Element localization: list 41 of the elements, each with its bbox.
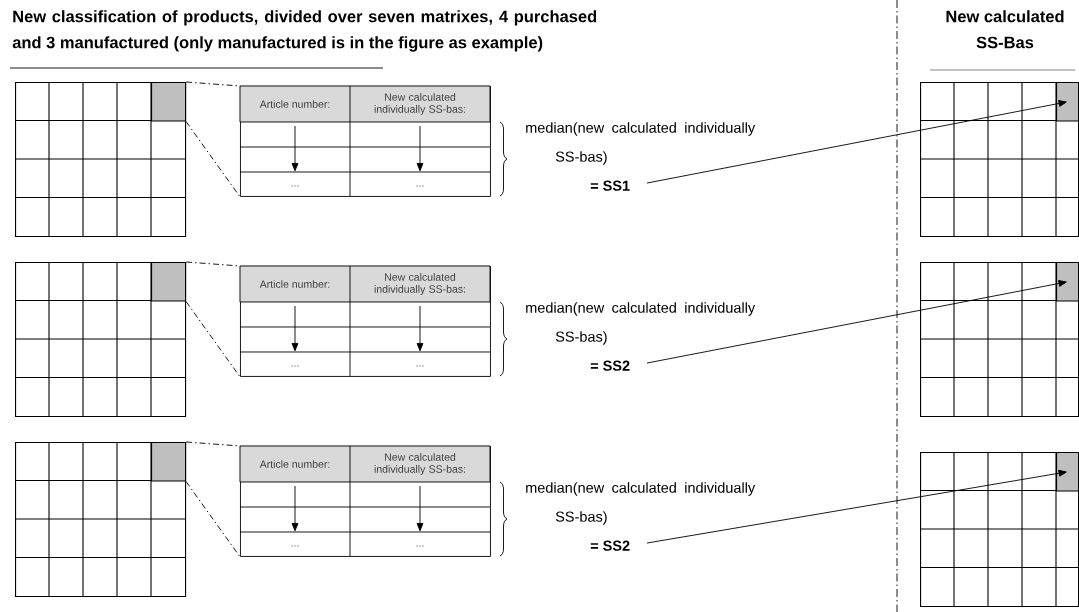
matrix-grid: [919, 451, 1079, 608]
ellipsis-text: ...: [291, 545, 299, 547]
highlighted-cell: [1056, 82, 1079, 122]
matrix-grid: [919, 81, 1079, 238]
column-header: Article number:: [259, 280, 330, 288]
arrow: [646, 280, 1067, 364]
zoom-line: [185, 481, 241, 558]
arrow: [646, 100, 1067, 184]
formula-text: median(new calculated individually SS-bas): [526, 302, 756, 345]
data-table: [239, 85, 491, 197]
title-text: New classification of products, divided over seven matrixes, 4 purchased and 3 manufactured (only manufactured is in the figure as example): [12, 10, 597, 52]
data-table: [239, 445, 491, 557]
result-text: = SS2: [590, 540, 630, 551]
result-text: = SS1: [590, 180, 630, 191]
matrix-grid: [919, 261, 1079, 418]
ellipsis-text: ...: [416, 185, 424, 187]
result-text: = SS2: [590, 360, 630, 371]
ellipsis-text: ...: [291, 365, 299, 367]
zoom-line: [185, 121, 241, 198]
highlighted-cell: [151, 82, 187, 122]
highlighted-cell: [151, 262, 187, 302]
ellipsis-text: ...: [291, 185, 299, 187]
zoom-line: [185, 301, 241, 378]
matrix-grid: [14, 441, 187, 598]
formula-text: median(new calculated individually SS-bas): [526, 482, 756, 525]
column-header: Article number:: [259, 460, 330, 468]
arrow: [646, 469, 1067, 544]
formula-text: median(new calculated individually SS-bas): [526, 122, 756, 165]
column-header: New calculated individually SS-bas:: [374, 453, 466, 475]
highlighted-cell: [151, 442, 187, 482]
data-table: [239, 265, 491, 377]
heading-text: New calculated SS-Bas: [946, 10, 1064, 49]
ellipsis-text: ...: [416, 365, 424, 367]
column-header: New calculated individually SS-bas:: [374, 93, 466, 115]
matrix-grid: [14, 81, 187, 238]
column-header: New calculated individually SS-bas:: [374, 273, 466, 295]
matrix-grid: [14, 261, 187, 418]
ellipsis-text: ...: [416, 545, 424, 547]
highlighted-cell: [1056, 262, 1079, 302]
column-header: Article number:: [259, 100, 330, 108]
highlighted-cell: [1056, 452, 1079, 492]
